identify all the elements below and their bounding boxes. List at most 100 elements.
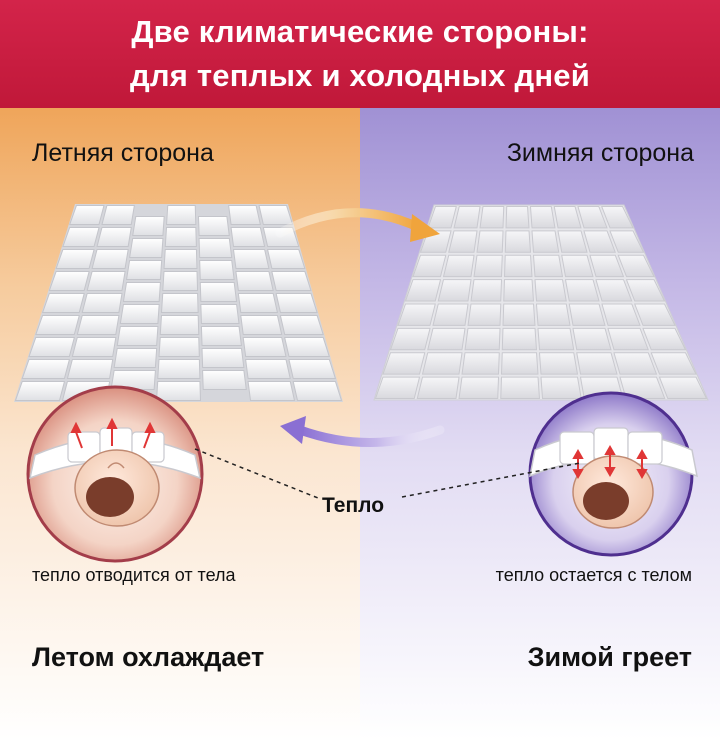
quilt-cell: [589, 254, 625, 278]
quilt-cell: [397, 303, 436, 326]
quilt-cell: [412, 254, 447, 278]
quilt-cell: [464, 327, 501, 351]
quilt-cell: [164, 227, 197, 247]
quilt-cell: [534, 279, 567, 302]
quilt-cell: [48, 271, 90, 291]
quilt-cell: [271, 271, 312, 291]
header-title-line1: Две климатические стороны:: [131, 14, 589, 49]
quilt-cell: [35, 315, 80, 335]
quilt-cell: [160, 293, 199, 313]
winter-pointer-line: [401, 462, 581, 498]
quilt-cell: [389, 327, 431, 351]
quilt-cell: [561, 254, 594, 278]
summer-caption: тепло отводится от тела: [32, 565, 236, 585]
quilt-cell: [432, 303, 469, 326]
quilt-cell: [197, 216, 230, 236]
winter-caption: тепло остается с телом: [495, 565, 692, 585]
quilt-cell: [132, 216, 165, 236]
quilt-cell: [634, 303, 676, 326]
flip-arrow-icon: [275, 208, 440, 242]
quilt-cell: [165, 205, 197, 225]
quilt-cell: [642, 327, 687, 351]
quilt-cell: [230, 227, 266, 247]
quilt-cell: [619, 376, 666, 399]
quilt-cell: [288, 359, 337, 379]
quilt-cell: [116, 326, 159, 346]
quilt-cell: [577, 206, 608, 229]
quilt-cell: [162, 271, 199, 291]
quilt-cell: [538, 352, 579, 375]
summer-pointer-line: [194, 448, 319, 499]
quilt-cell: [503, 254, 533, 278]
quilt-cell: [159, 315, 200, 335]
quilt-cell: [442, 254, 475, 278]
quilt-cell: [245, 359, 291, 379]
quilt-cell: [198, 238, 233, 258]
quilt-cell: [504, 230, 532, 253]
winter-side-title: Зимняя сторона: [506, 139, 694, 167]
quilt-cell: [284, 337, 330, 357]
quilt-cell: [613, 352, 658, 375]
quilt-cell: [71, 337, 117, 357]
winter-body-diagram-icon: [528, 391, 698, 557]
quilt-cell: [62, 227, 100, 247]
quilt-cell: [21, 359, 71, 379]
quilt-cell: [122, 282, 161, 302]
quilt-cell: [568, 303, 606, 326]
quilt-cell: [658, 376, 708, 399]
quilt-cell: [292, 381, 343, 401]
quilt-cell: [595, 279, 633, 302]
header-banner: Две климатические стороны: для теплых и …: [0, 0, 720, 108]
winter-tagline: Зимой греет: [527, 642, 692, 672]
quilt-cell: [76, 315, 120, 335]
quilt-cell: [91, 249, 129, 269]
quilt-cell: [531, 230, 560, 253]
quilt-cell: [81, 293, 123, 313]
quilt-cell: [199, 282, 238, 302]
quilt-cell: [374, 376, 421, 399]
quilt-cell: [247, 381, 296, 401]
quilt-cell: [650, 352, 697, 375]
quilt-cell: [228, 205, 261, 225]
quilt-cell: [157, 359, 201, 379]
quilt-cell: [583, 230, 616, 253]
header-title-line2: для теплых и холодных дней: [130, 58, 590, 93]
quilt-cell: [416, 376, 460, 399]
quilt-cell: [564, 279, 600, 302]
quilt-cell: [404, 279, 442, 302]
quilt-cell: [199, 260, 235, 280]
quilt-cell: [237, 293, 279, 313]
quilt-cell: [200, 304, 240, 324]
warm-label: Тепло: [322, 494, 385, 517]
quilt-cell: [448, 230, 478, 253]
quilt-cell: [113, 348, 158, 368]
quilt-cell: [125, 260, 163, 280]
quilt-cell: [532, 254, 564, 278]
quilt-cell: [201, 348, 245, 368]
quilt-cell: [473, 254, 503, 278]
quilt-cell: [275, 293, 318, 313]
quilt-cell: [382, 352, 426, 375]
quilt-cell: [129, 238, 164, 258]
quilt-cell: [625, 279, 666, 302]
quilt-cell: [502, 303, 536, 326]
quilt-cell: [427, 206, 457, 229]
quilt-cell: [279, 315, 324, 335]
quilt-cell: [110, 370, 156, 390]
quilt-cell: [467, 303, 502, 326]
quilt-cell: [505, 206, 530, 229]
quilt-cell: [572, 327, 612, 351]
quilt-cell: [537, 327, 575, 351]
quilt-cell: [28, 337, 75, 357]
quilt-cell: [601, 303, 641, 326]
return-arrow-icon: [280, 416, 445, 447]
quilt-cell: [535, 303, 571, 326]
quilt-cell: [240, 315, 283, 335]
quilt-cell: [266, 249, 306, 269]
quilt-cell: [553, 206, 582, 229]
quilt-cell: [69, 205, 105, 225]
quilt-cell: [158, 337, 200, 357]
quilt-cell: [235, 271, 274, 291]
